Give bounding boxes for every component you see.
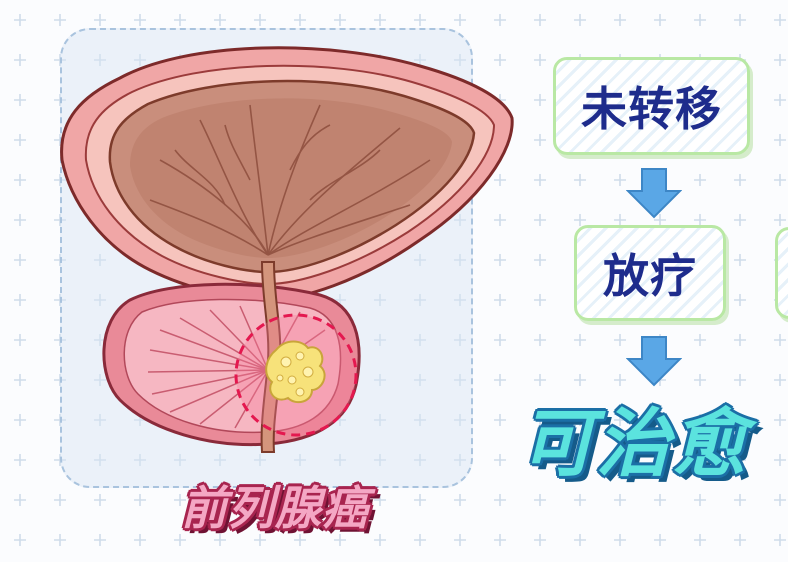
flow-step-partial [775, 227, 788, 319]
flow-result-curable: 可治愈 [520, 400, 748, 487]
down-arrow-icon [626, 168, 682, 219]
bladder [60, 46, 514, 302]
flow-step-not-metastasized: 未转移 [553, 57, 750, 155]
flow-step-radiotherapy: 放疗 [574, 225, 726, 321]
illustration-caption: 前列腺癌 [181, 481, 369, 535]
flow-step-label: 放疗 [603, 249, 697, 303]
down-arrow-icon [626, 336, 682, 387]
tumor-highlight [234, 313, 358, 437]
flow-step-label: 未转移 [581, 82, 722, 136]
